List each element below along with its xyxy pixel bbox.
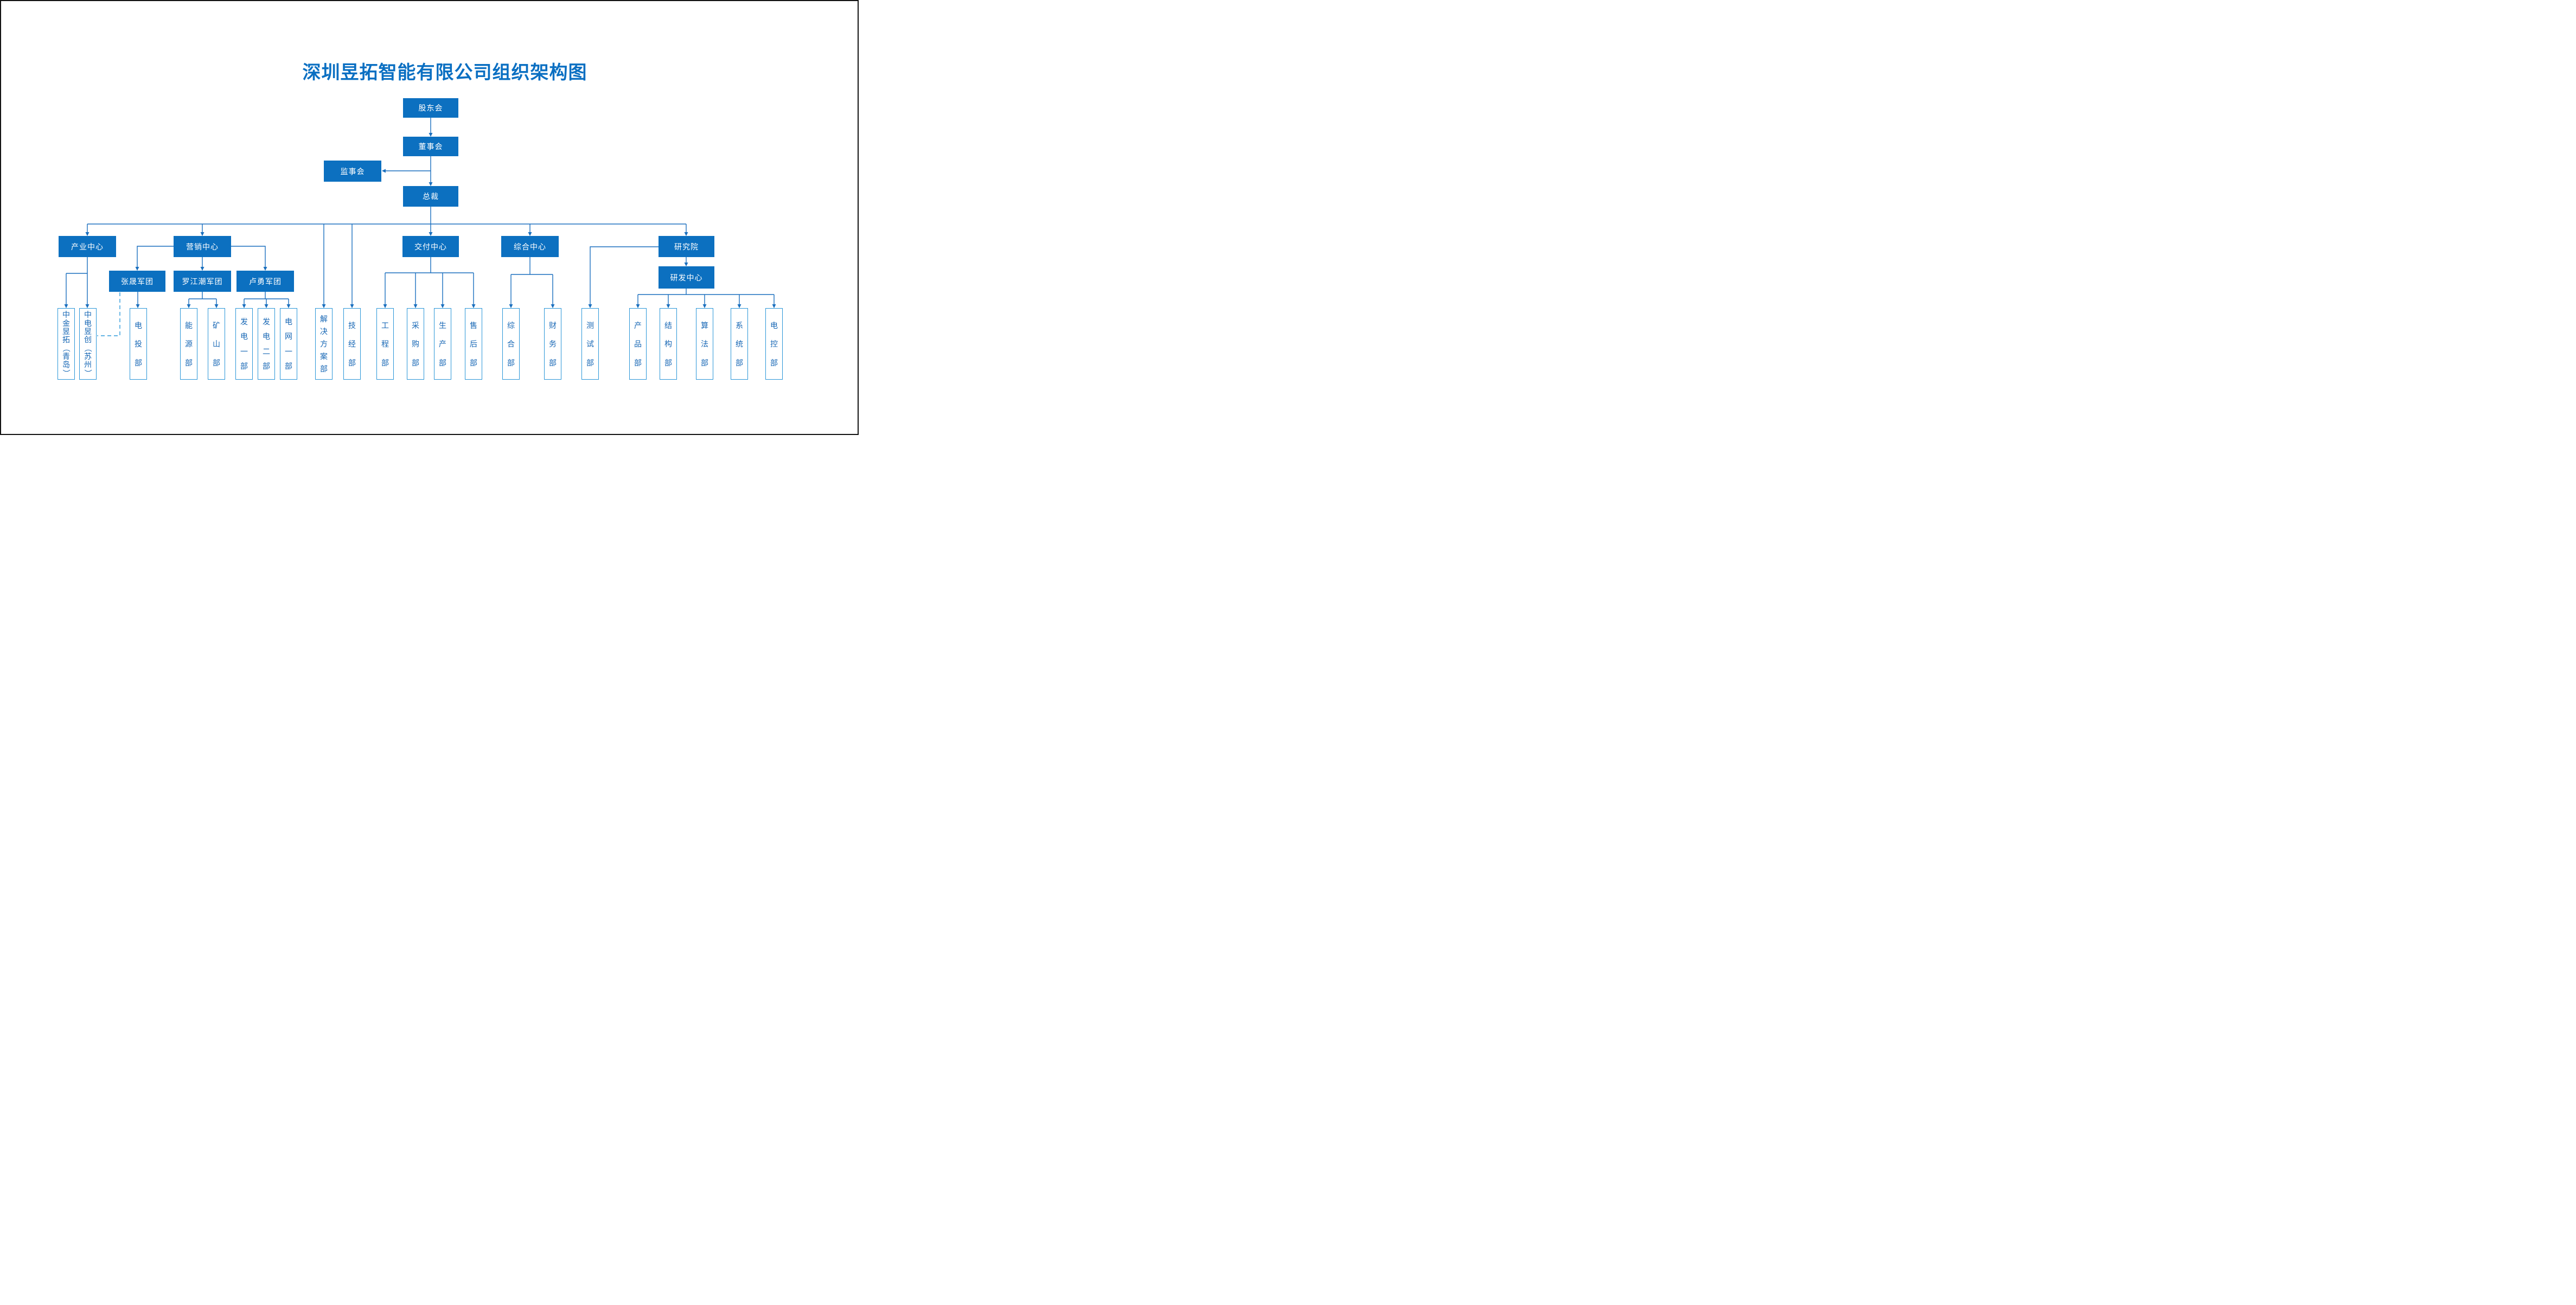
dept-power-investment: 电投部: [130, 308, 147, 380]
connector-luojiangchao-bus: [189, 292, 216, 299]
dept-testing: 测试部: [581, 308, 599, 380]
dept-power-gen-1: 发电一部: [235, 308, 253, 380]
connector-marketing-zhangsheng: [135, 246, 174, 271]
dept-grid-1: 电网一部: [280, 308, 297, 380]
dept-power-gen-2: 发电二部: [258, 308, 275, 380]
dept-tech-economics: 技经部: [343, 308, 361, 380]
connector-luyong-bus: [244, 292, 289, 299]
node-research-institute: 研究院: [659, 236, 714, 257]
connector-marketing-luyong: [231, 246, 267, 271]
node-supervisory-board: 监事会: [324, 161, 381, 182]
node-delivery-center: 交付中心: [402, 236, 459, 257]
connector-delivery-bus: [385, 257, 474, 273]
connector-rdcenter-bus: [638, 289, 774, 295]
dept-zhongjin-yutuo-qingdao: 中金昱拓（青岛）: [57, 308, 75, 380]
dept-algorithm: 算法部: [696, 308, 713, 380]
connector-dashed-zhangsheng-zhongdian: [97, 292, 120, 336]
node-rd-center: 研发中心: [659, 266, 714, 289]
node-marketing-center: 营销中心: [174, 236, 231, 257]
dept-general-affairs: 综合部: [502, 308, 520, 380]
dept-after-sales: 售后部: [465, 308, 482, 380]
node-shareholders-meeting: 股东会: [403, 98, 458, 118]
dept-solutions: 解决方案部: [315, 308, 333, 380]
dept-energy: 能源部: [180, 308, 197, 380]
dept-electric-control: 电控部: [765, 308, 783, 380]
node-president: 总裁: [403, 186, 458, 207]
dept-product: 产品部: [629, 308, 647, 380]
dept-procurement: 采购部: [407, 308, 424, 380]
dept-mining: 矿山部: [208, 308, 225, 380]
node-industry-center: 产业中心: [59, 236, 116, 257]
node-zhangsheng-corps: 张晟军团: [109, 271, 165, 292]
dept-zhongdian-yuchuang-suzhou: 中电昱创（苏州）: [79, 308, 97, 380]
connector-general-bus: [511, 257, 553, 275]
node-board-of-directors: 董事会: [403, 137, 458, 156]
dept-engineering: 工程部: [376, 308, 394, 380]
page-title: 深圳昱拓智能有限公司组织架构图: [302, 62, 587, 83]
dept-production: 生产部: [434, 308, 451, 380]
org-chart-canvas: 深圳昱拓智能有限公司组织架构图: [0, 0, 859, 435]
connector-institute-testing: [588, 246, 659, 309]
dept-finance: 财务部: [544, 308, 561, 380]
node-general-center: 综合中心: [501, 236, 559, 257]
node-luojiangchao-corps: 罗江潮军团: [174, 271, 231, 292]
dept-structure: 结构部: [660, 308, 677, 380]
dept-system: 系统部: [731, 308, 748, 380]
node-luyong-corps: 卢勇军团: [236, 271, 294, 292]
